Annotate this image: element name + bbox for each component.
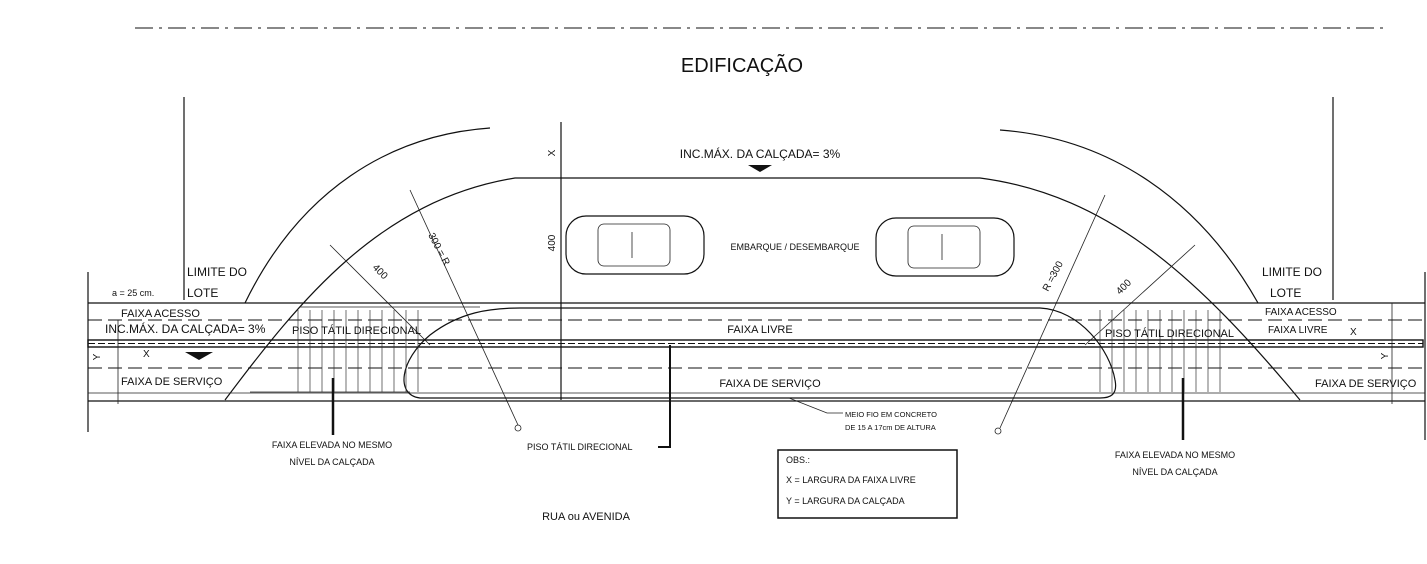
notes-y: Y = LARGURA DA CALÇADA — [786, 496, 905, 506]
building-title: EDIFICAÇÃO — [681, 53, 803, 77]
radius-400-left — [329, 244, 431, 346]
slope-left-label: INC.MÁX. DA CALÇADA= 3% — [105, 321, 266, 336]
dim-y-right-label: Y — [1380, 352, 1391, 359]
slope-top-label: INC.MÁX. DA CALÇADA= 3% — [680, 146, 841, 161]
piso-tatil-left: PISO TÁTIL DIRECIONAL — [292, 324, 421, 337]
radius-400-right — [1084, 244, 1196, 346]
car-icon — [565, 215, 705, 275]
faixa-servico-right: FAIXA DE SERVIÇO — [1315, 378, 1417, 390]
radius-center-left — [514, 424, 522, 432]
raised-left-line1: FAIXA ELEVADA NO MESMO — [272, 440, 392, 450]
dim-400-center: 400 — [547, 234, 558, 251]
slope-arrow-left — [185, 352, 213, 360]
piso-tatil-right: PISO TÁTIL DIRECIONAL — [1105, 327, 1234, 340]
radius-left-label: 300 = R — [425, 231, 451, 267]
lot-limit-right-1: LIMITE DO — [1262, 265, 1322, 279]
driveway-inner — [224, 177, 1301, 401]
raised-right-line2: NÍVEL DA CALÇADA — [1132, 467, 1217, 477]
dim-400-left: 400 — [370, 262, 390, 282]
a-dimension: a = 25 cm. — [112, 288, 154, 298]
radius-300-left — [409, 189, 519, 426]
lot-limit-left-2: LOTE — [187, 286, 218, 300]
dim-x-left: X — [143, 349, 150, 360]
notes-x: X = LARGURA DA FAIXA LIVRE — [786, 475, 916, 485]
hatch-right — [1099, 310, 1221, 392]
slope-arrow-top — [748, 165, 772, 172]
faixa-acesso-right: FAIXA ACESSO — [1265, 307, 1337, 318]
curb-line2: DE 15 A 17cm DE ALTURA — [845, 423, 936, 432]
driveway-outer-left — [244, 127, 491, 304]
lot-limit-right-2: LOTE — [1270, 286, 1301, 300]
radius-center-right — [994, 427, 1002, 435]
faixa-servico-left: FAIXA DE SERVIÇO — [121, 376, 223, 388]
faixa-servico-center: FAIXA DE SERVIÇO — [719, 378, 821, 390]
raised-crossing-left — [250, 306, 480, 393]
leader-curb — [788, 397, 843, 414]
tactile-callout: PISO TÁTIL DIRECIONAL — [527, 442, 633, 452]
dim-x-top: X — [547, 149, 558, 156]
driveway-outer-right — [999, 129, 1259, 304]
dim-x-right: X — [1350, 327, 1357, 338]
faixa-acesso-left: FAIXA ACESSO — [121, 308, 200, 320]
radius-right-label: R =300 — [1041, 259, 1066, 293]
dim-400-right: 400 — [1114, 277, 1134, 297]
notes-box: OBS.: X = LARGURA DA FAIXA LIVRE Y = LAR… — [777, 449, 958, 519]
street-label: RUA ou AVENIDA — [542, 511, 630, 523]
tactile-band — [87, 339, 1424, 348]
boarding-label: EMBARQUE / DESEMBARQUE — [730, 242, 859, 252]
raised-right-line1: FAIXA ELEVADA NO MESMO — [1115, 450, 1235, 460]
traffic-island — [403, 307, 1117, 399]
leader-tactile — [658, 345, 671, 448]
faixa-livre-center: FAIXA LIVRE — [727, 324, 792, 336]
faixa-livre-right: FAIXA LIVRE — [1268, 325, 1328, 336]
curb-line1: MEIO FIO EM CONCRETO — [845, 410, 937, 419]
raised-left-line2: NÍVEL DA CALÇADA — [289, 457, 374, 467]
radius-300-right — [999, 194, 1106, 429]
lot-limit-left-1: LIMITE DO — [187, 265, 247, 279]
dim-y-left-label: Y — [92, 353, 103, 360]
hatch-left — [297, 310, 419, 392]
car-icon — [875, 217, 1015, 277]
notes-heading: OBS.: — [786, 455, 810, 465]
